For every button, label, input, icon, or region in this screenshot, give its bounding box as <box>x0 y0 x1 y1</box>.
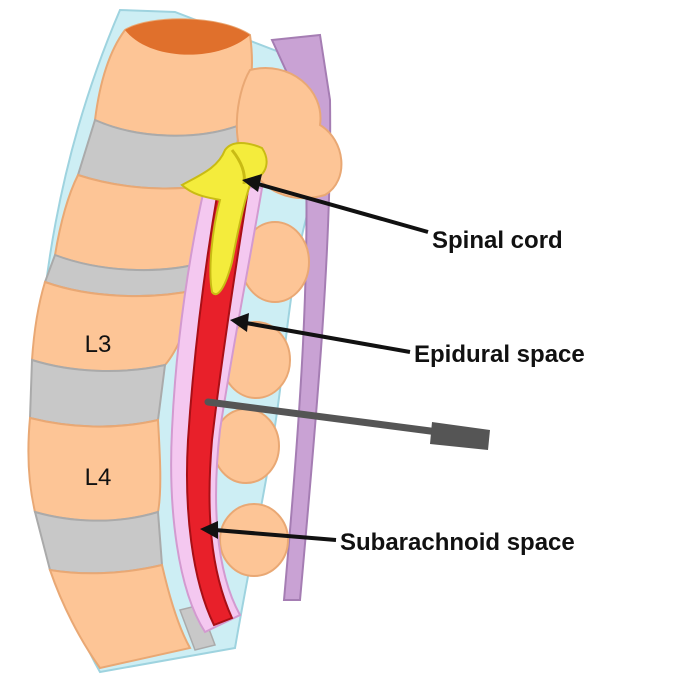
needle-hub <box>430 422 490 450</box>
lamina <box>220 504 288 576</box>
intervertebral-disc <box>30 360 165 427</box>
label-subarachnoid-space: Subarachnoid space <box>340 529 575 556</box>
label-spinal-cord: Spinal cord <box>432 227 563 254</box>
intervertebral-disc <box>35 512 162 573</box>
vertebra-label-l4: L4 <box>85 464 112 491</box>
vertebra-l3 <box>32 282 196 371</box>
vertebra-label-l3: L3 <box>85 331 112 358</box>
lamina <box>213 409 279 483</box>
label-epidural-space: Epidural space <box>414 341 585 368</box>
